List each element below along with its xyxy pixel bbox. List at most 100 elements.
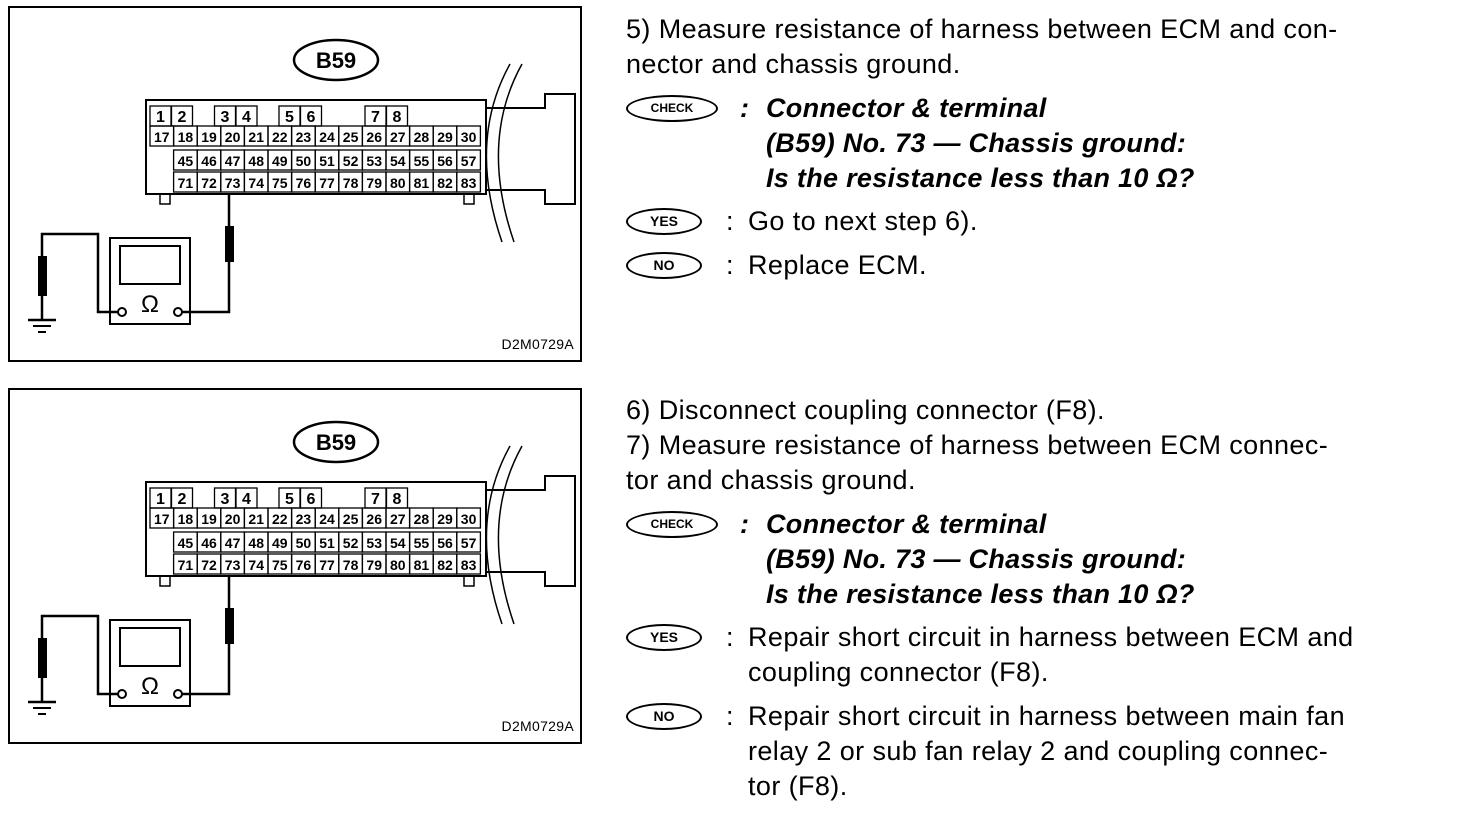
pin-number: 26 bbox=[366, 129, 382, 145]
pin-number: 55 bbox=[414, 153, 430, 169]
pin-number: 48 bbox=[248, 153, 264, 169]
pin-number: 49 bbox=[272, 535, 288, 551]
yes-line: coupling connector (F8). bbox=[748, 657, 1049, 687]
pin-number: 72 bbox=[201, 557, 217, 573]
yes-text: Repair short circuit in harness between … bbox=[626, 620, 1456, 690]
pin-number: 80 bbox=[390, 557, 406, 573]
check-line: Connector & terminal bbox=[766, 93, 1047, 123]
pin-number: 51 bbox=[319, 535, 335, 551]
figure-code: D2M0729A bbox=[501, 718, 574, 734]
no-line: Repair short circuit in harness between … bbox=[748, 701, 1345, 731]
pin-number: 5 bbox=[285, 109, 294, 126]
pin-number: 72 bbox=[201, 175, 217, 191]
yes-text: Go to next step 6). bbox=[748, 206, 978, 236]
pin-number: 83 bbox=[461, 175, 477, 191]
pin-number: 76 bbox=[296, 175, 312, 191]
pin-number: 79 bbox=[366, 175, 382, 191]
pin-number: 45 bbox=[178, 535, 194, 551]
pin-number: 2 bbox=[178, 491, 187, 508]
pin-number: 76 bbox=[296, 557, 312, 573]
check-criteria: Connector & terminal (B59) No. 73 — Chas… bbox=[626, 91, 1456, 196]
pin-cell bbox=[456, 553, 482, 575]
connector-label: B59 bbox=[316, 430, 356, 455]
check-row: CHECK : Connector & terminal (B59) No. 7… bbox=[626, 91, 1456, 196]
pin-number: 18 bbox=[178, 129, 194, 145]
pin-number: 23 bbox=[296, 129, 312, 145]
pin-number: 77 bbox=[319, 175, 335, 191]
pin-number: 48 bbox=[248, 535, 264, 551]
pin-number: 71 bbox=[178, 175, 194, 191]
check-line: Is the resistance less than 10 Ω? bbox=[766, 163, 1195, 193]
pin-number: 54 bbox=[390, 535, 406, 551]
check-line: Connector & terminal bbox=[766, 509, 1047, 539]
check-line: Is the resistance less than 10 Ω? bbox=[766, 579, 1195, 609]
pin-cell bbox=[456, 171, 482, 193]
step-5-line-2: nector and chassis ground. bbox=[626, 49, 961, 79]
pin-number: 71 bbox=[178, 557, 194, 573]
pin-number: 8 bbox=[393, 109, 402, 126]
pin-number: 17 bbox=[154, 511, 170, 527]
pin-number: 21 bbox=[248, 129, 264, 145]
pin-number: 3 bbox=[221, 491, 230, 508]
pin-number: 19 bbox=[201, 129, 217, 145]
pin-number: 51 bbox=[319, 153, 335, 169]
no-line: tor (F8). bbox=[748, 771, 848, 801]
colon: : bbox=[740, 509, 750, 539]
pin-number: 18 bbox=[178, 511, 194, 527]
step-6-line: 6) Disconnect coupling connector (F8). bbox=[626, 395, 1105, 425]
pin-number: 56 bbox=[437, 535, 453, 551]
pin-number: 81 bbox=[414, 557, 430, 573]
pin-number: 24 bbox=[319, 511, 335, 527]
no-row: NO : Repair short circuit in harness bet… bbox=[626, 699, 1456, 804]
no-line: relay 2 or sub fan relay 2 and coupling … bbox=[748, 736, 1329, 766]
pin-number: 21 bbox=[248, 511, 264, 527]
colon: : bbox=[726, 206, 734, 236]
pin-number: 57 bbox=[461, 535, 477, 551]
pin-number: 82 bbox=[437, 557, 453, 573]
pin-number: 29 bbox=[437, 129, 453, 145]
colon: : bbox=[740, 93, 750, 123]
pin-number: 20 bbox=[225, 129, 241, 145]
no-row: NO : Replace ECM. bbox=[626, 248, 1456, 283]
colon: : bbox=[726, 701, 734, 731]
pin-number: 20 bbox=[225, 511, 241, 527]
check-badge: CHECK bbox=[626, 95, 718, 122]
yes-line: Repair short circuit in harness between … bbox=[748, 622, 1354, 652]
figure-code: D2M0729A bbox=[501, 336, 574, 352]
pin-number: 73 bbox=[225, 175, 241, 191]
no-badge: NO bbox=[626, 252, 702, 279]
pin-cell bbox=[456, 125, 482, 147]
pin-number: 75 bbox=[272, 175, 288, 191]
no-text: Repair short circuit in harness between … bbox=[626, 699, 1456, 804]
pin-number: 49 bbox=[272, 153, 288, 169]
pin-number: 53 bbox=[366, 153, 382, 169]
pin-number: 22 bbox=[272, 511, 288, 527]
pin-number: 7 bbox=[371, 491, 380, 508]
yes-row: YES : Repair short circuit in harness be… bbox=[626, 620, 1456, 690]
pin-number: 46 bbox=[201, 535, 217, 551]
pin-number: 4 bbox=[242, 491, 251, 508]
pin-number: 56 bbox=[437, 153, 453, 169]
ohm-symbol: Ω bbox=[141, 291, 159, 318]
pin-number: 74 bbox=[248, 557, 264, 573]
pin-cell bbox=[456, 507, 482, 529]
pin-number: 74 bbox=[248, 175, 264, 191]
yes-row: YES : Go to next step 6). bbox=[626, 204, 1456, 239]
pin-number: 8 bbox=[393, 491, 402, 508]
ohm-symbol: Ω bbox=[141, 673, 159, 700]
yes-badge: YES bbox=[626, 208, 702, 235]
pin-number: 83 bbox=[461, 557, 477, 573]
pin-number: 50 bbox=[296, 535, 312, 551]
pin-number: 80 bbox=[390, 175, 406, 191]
pin-number: 47 bbox=[225, 153, 241, 169]
pin-number: 19 bbox=[201, 511, 217, 527]
pin-cell bbox=[456, 149, 482, 171]
pin-number: 1 bbox=[156, 491, 165, 508]
pin-number: 79 bbox=[366, 557, 382, 573]
pin-number: 6 bbox=[307, 491, 316, 508]
check-row: CHECK : Connector & terminal (B59) No. 7… bbox=[626, 507, 1456, 612]
pin-number: 45 bbox=[178, 153, 194, 169]
